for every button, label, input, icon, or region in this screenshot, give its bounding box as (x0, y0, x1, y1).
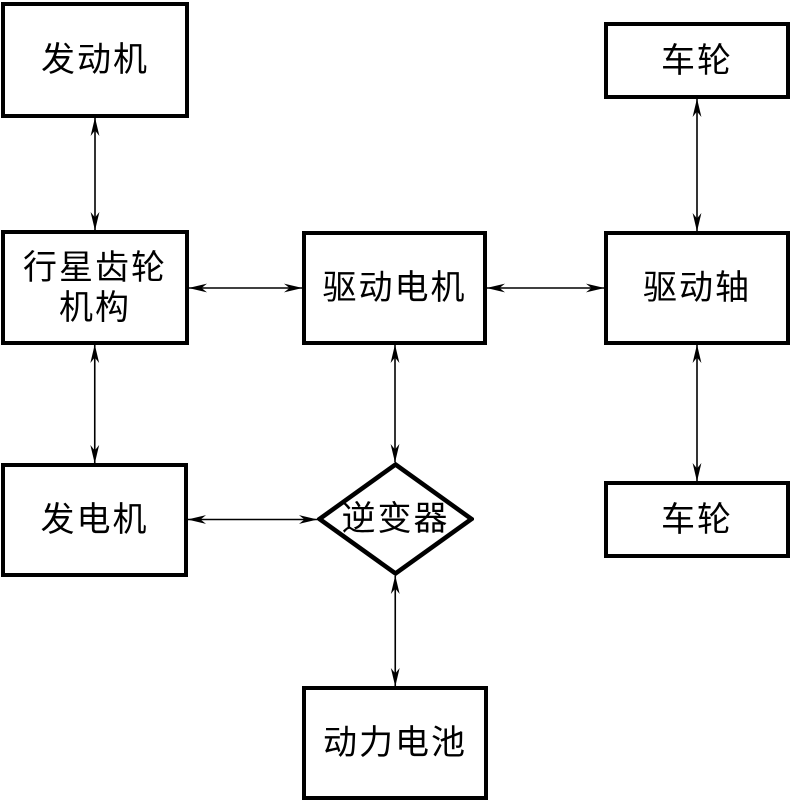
node-wheel-bottom: 车轮 (604, 481, 790, 558)
node-planetary-gear-mechanism: 行星齿轮 机构 (1, 230, 189, 345)
node-wheel-top: 车轮 (604, 22, 790, 99)
node-label: 行星齿轮 机构 (23, 247, 167, 328)
node-drive-motor: 驱动电机 (302, 231, 487, 345)
diamond-shape (317, 462, 474, 576)
node-label: 车轮 (661, 40, 733, 81)
node-drive-shaft: 驱动轴 (604, 231, 790, 345)
node-label: 动力电池 (323, 723, 467, 763)
node-label: 驱动轴 (643, 268, 751, 308)
node-label: 逆变器 (341, 499, 450, 539)
node-inverter: 逆变器 (317, 462, 474, 576)
node-label: 驱动电机 (322, 268, 467, 308)
node-generator: 发电机 (1, 463, 188, 577)
node-label: 车轮 (661, 499, 733, 540)
node-engine: 发动机 (1, 2, 189, 118)
node-power-battery: 动力电池 (302, 686, 488, 800)
node-label: 发电机 (40, 500, 149, 540)
node-label: 发动机 (41, 40, 149, 80)
